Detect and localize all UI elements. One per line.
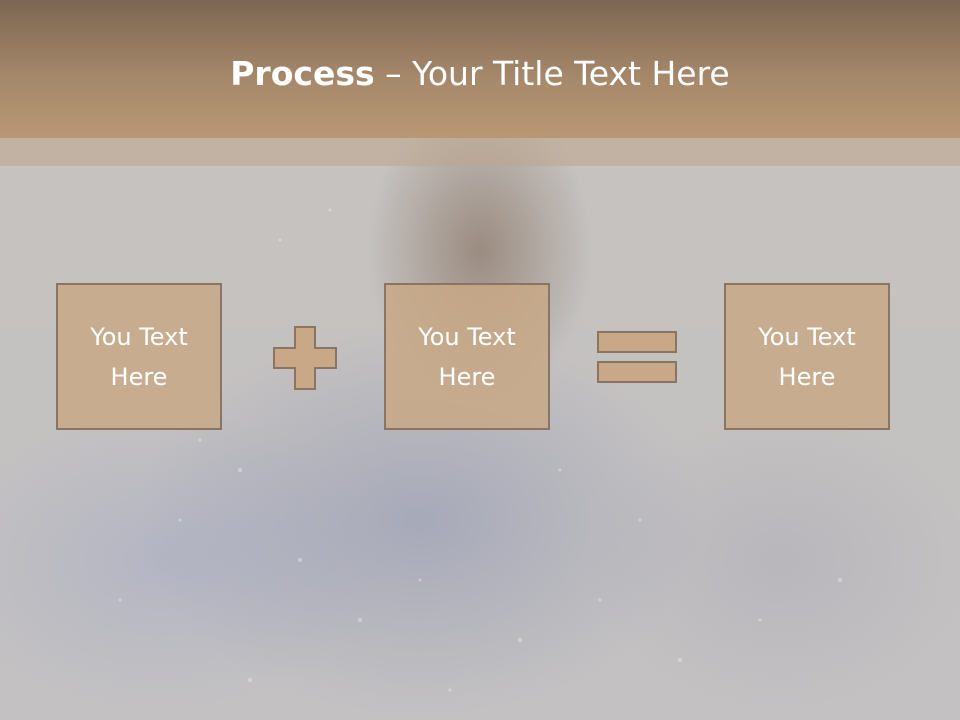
plus-icon bbox=[273, 326, 337, 390]
title-rest: – Your Title Text Here bbox=[374, 54, 730, 93]
process-box-1-text: You Text Here bbox=[90, 322, 188, 391]
slide-title[interactable]: Process – Your Title Text Here bbox=[0, 52, 960, 96]
title-bar-band bbox=[0, 138, 960, 166]
process-box-3[interactable]: You Text Here bbox=[724, 283, 890, 430]
process-box-2-text: You Text Here bbox=[418, 322, 516, 391]
title-strong: Process bbox=[230, 54, 375, 93]
process-box-3-text: You Text Here bbox=[758, 322, 856, 391]
equals-icon bbox=[597, 331, 677, 383]
process-box-1[interactable]: You Text Here bbox=[56, 283, 222, 430]
process-box-2[interactable]: You Text Here bbox=[384, 283, 550, 430]
title-bar bbox=[0, 0, 960, 138]
